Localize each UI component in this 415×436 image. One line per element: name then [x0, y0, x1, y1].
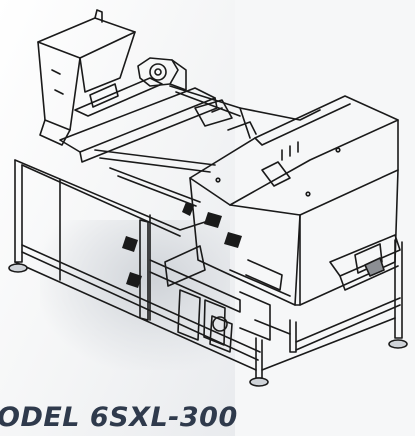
machine-feet [8, 263, 408, 387]
base-frame [14, 159, 403, 379]
vibrator-motor [137, 57, 187, 91]
feed-chute [59, 77, 218, 207]
background-right-panel [235, 0, 415, 436]
sorting-cabinet [189, 95, 399, 306]
ejector-blocks [122, 202, 242, 288]
outlet-chute [329, 234, 401, 291]
feed-hopper [37, 9, 136, 146]
lower-mechanics [139, 219, 291, 353]
upper-frame [169, 85, 321, 139]
model-label: ODEL 6SXL-300 [0, 402, 238, 433]
